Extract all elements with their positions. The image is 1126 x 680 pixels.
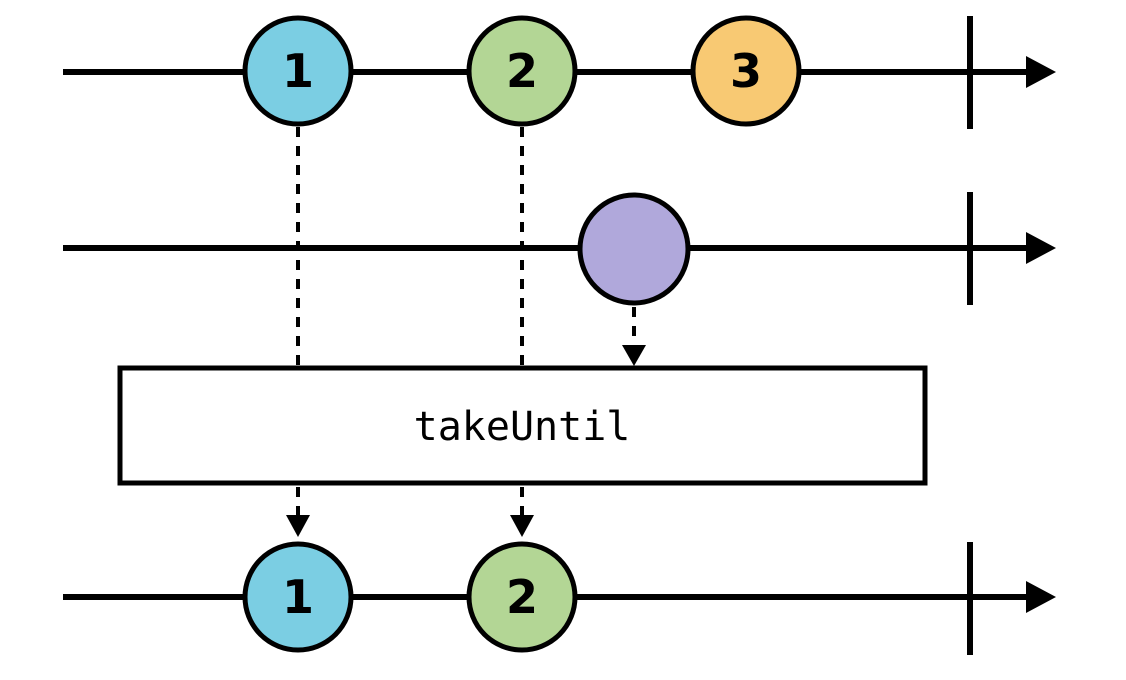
output-marble-2-label: 2 (506, 570, 538, 624)
source-marble-1-label: 1 (282, 44, 314, 98)
output-marble-2 (466, 541, 578, 653)
output-down-arrowhead-2-icon (510, 515, 534, 537)
source-marble-2 (466, 15, 578, 127)
notifier-down-arrowhead-icon (622, 345, 646, 366)
output-marble-1 (242, 541, 354, 653)
output-down-arrowhead-1-icon (286, 515, 310, 537)
notifier-marble (577, 192, 691, 306)
source-arrowhead-icon (1026, 56, 1056, 88)
notifier-stream (63, 192, 1056, 366)
source-marble-3-label: 3 (730, 44, 762, 98)
source-marble-2-label: 2 (506, 44, 538, 98)
source-marble-3 (690, 15, 802, 127)
operator-rect (117, 365, 928, 486)
source-stream: 1 2 3 (63, 15, 1056, 129)
output-marble-1-label: 1 (282, 570, 314, 624)
notifier-arrowhead-icon (1026, 232, 1056, 264)
output-arrowhead-icon (1026, 581, 1056, 613)
operator-label: takeUntil (414, 404, 631, 450)
source-marble-1 (242, 15, 354, 127)
operator-box: takeUntil (117, 365, 928, 486)
output-stream: 1 2 (63, 541, 1056, 655)
